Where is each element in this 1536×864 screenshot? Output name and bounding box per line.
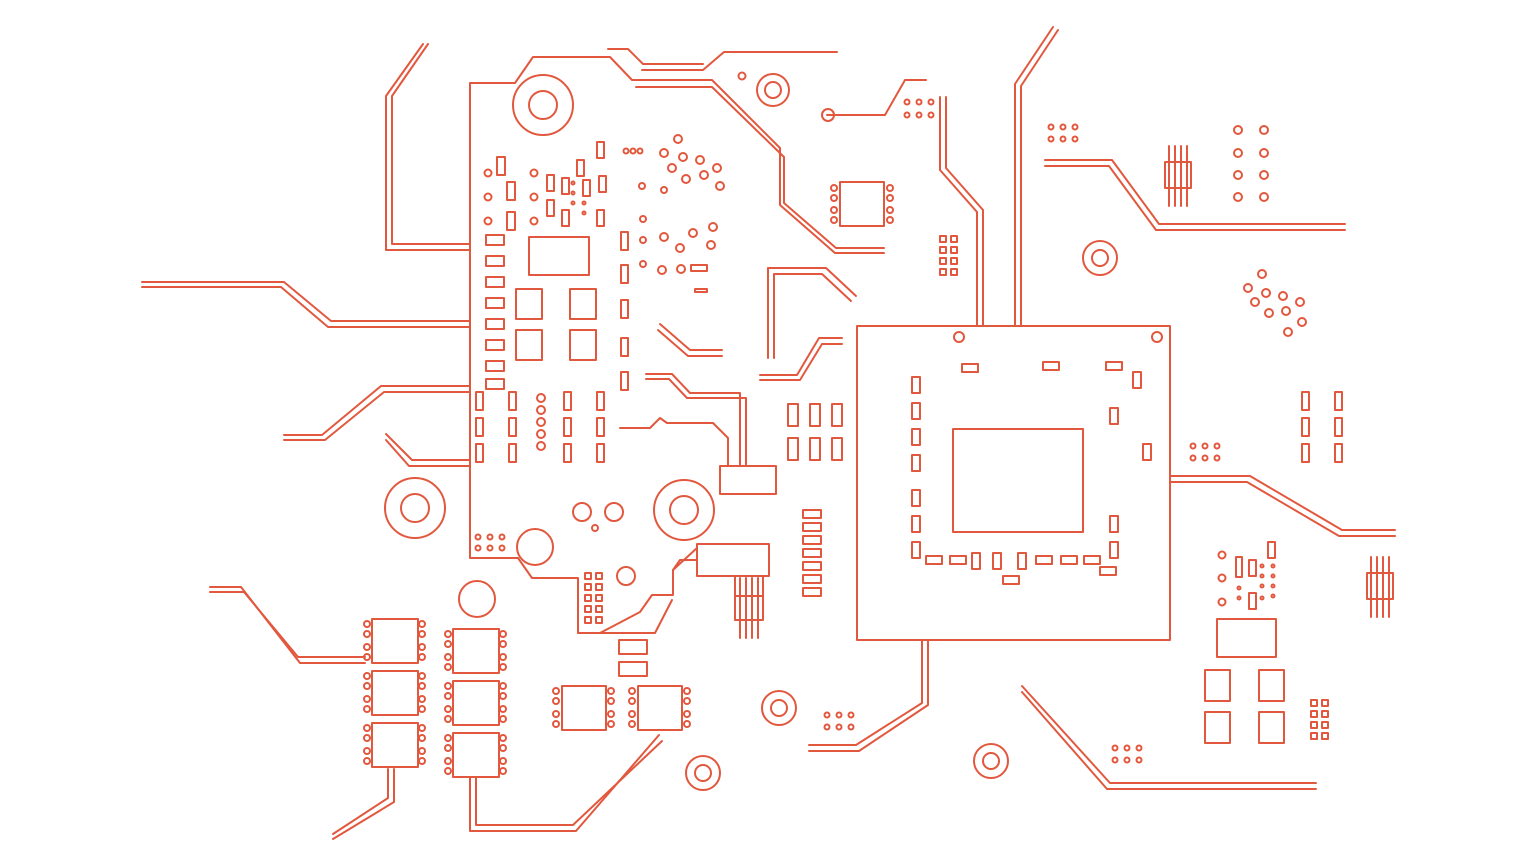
board-chip-small [516, 330, 542, 360]
mounting-hole [654, 480, 714, 540]
connector-block [720, 466, 776, 494]
mounting-hole [762, 691, 796, 725]
board-bottom-parts [476, 503, 636, 623]
ic-chip [364, 619, 425, 663]
test-point [822, 109, 834, 121]
processor-chip [857, 326, 1170, 640]
via-grid [825, 100, 1220, 763]
resistor-column [621, 232, 628, 390]
pin-header [1165, 146, 1191, 206]
board-chip-small [570, 330, 596, 360]
board-chip-small [1205, 712, 1230, 743]
resistor-stack [803, 510, 821, 596]
traces [142, 27, 1395, 839]
ic-chip [629, 686, 690, 730]
ic-chip [364, 671, 425, 715]
resistor-array [476, 392, 604, 462]
via-cluster [639, 135, 724, 292]
ic-chip [445, 629, 506, 673]
ic-chip [553, 686, 614, 730]
ic-chip [445, 733, 506, 777]
resistor-array [788, 404, 842, 460]
mounting-hole [513, 75, 573, 135]
via-cluster [1244, 270, 1306, 336]
via-column [1234, 126, 1268, 201]
board-small-parts [485, 142, 643, 230]
connector-block [697, 544, 769, 576]
board-chip-small [1259, 670, 1284, 701]
mounting-hole [385, 478, 445, 538]
board-chip-small [570, 289, 596, 319]
pin-header [735, 578, 763, 638]
resistor-array [1302, 392, 1342, 462]
pin-header [1367, 557, 1393, 617]
mounting-hole [686, 756, 720, 790]
capacitor [459, 581, 495, 617]
pad-grid [940, 236, 1328, 739]
resistor-pair [619, 640, 647, 654]
resistor-column [486, 235, 504, 389]
board-chip-small [1205, 670, 1230, 701]
resistor-pair [619, 662, 647, 676]
ic-chip [445, 681, 506, 725]
mounting-hole [1083, 241, 1117, 275]
ic-chip [364, 723, 425, 767]
board-chip-small [516, 289, 542, 319]
small-parts-right [1219, 542, 1276, 609]
ic-chip [831, 182, 893, 226]
mounting-hole [757, 74, 789, 106]
board-chip-small [1259, 712, 1284, 743]
mounting-hole [974, 744, 1008, 778]
board-chip [1217, 619, 1276, 657]
board-chip [529, 237, 589, 275]
test-point [739, 73, 746, 80]
board-edge-lower [578, 600, 672, 633]
